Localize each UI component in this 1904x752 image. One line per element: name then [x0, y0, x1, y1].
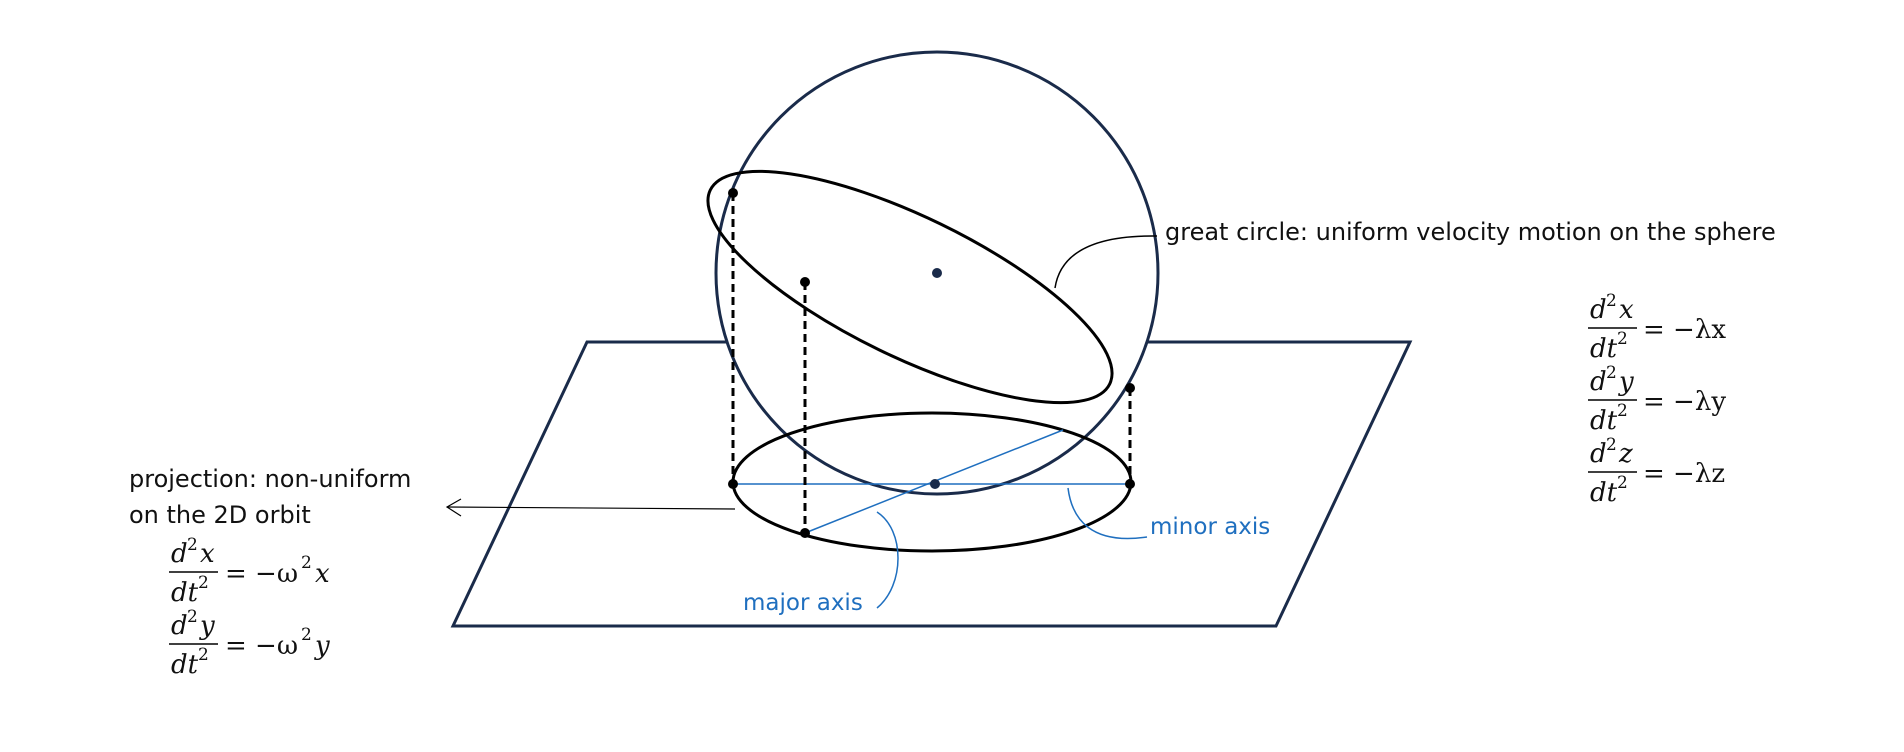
sphere-equation-y: d 2 y dt 2 = −λy [1588, 363, 1726, 436]
svg-text:d: d [1590, 439, 1607, 469]
sphere-eq-z-rhs: = −λz [1643, 459, 1725, 489]
projection-label-line2: on the 2D orbit [129, 501, 311, 529]
orbit-eq-x-rhs-a: = −ω [225, 559, 298, 589]
great-circle-point-right [1125, 383, 1135, 393]
orbit-point-bottom [800, 528, 810, 538]
projection-arrow-head [445, 498, 462, 517]
orbit-eq-y-rhs-a: = −ω [225, 631, 298, 661]
svg-text:d: d [171, 539, 188, 569]
svg-text:dt: dt [171, 650, 199, 680]
orbit-eq-x-var: x [200, 539, 215, 569]
svg-text:2: 2 [1606, 363, 1617, 383]
major-axis-label: major axis [743, 590, 863, 616]
great-circle-ellipse [706, 169, 1114, 405]
minor-axis-label: minor axis [1150, 514, 1270, 540]
great-circle-point-left [728, 188, 738, 198]
svg-text:2: 2 [1617, 401, 1628, 421]
sphere-eq-x-rhs: = −λx [1643, 315, 1726, 345]
svg-text:2: 2 [1617, 473, 1628, 493]
orbit-eq-x-rhs-b: x [315, 559, 330, 589]
svg-text:2: 2 [187, 607, 198, 627]
svg-text:dt: dt [1590, 478, 1618, 508]
orbit-point-left [728, 479, 738, 489]
great-circle-point-middle [800, 277, 810, 287]
svg-text:2: 2 [1606, 291, 1617, 311]
sphere-eq-y-var: y [1618, 367, 1634, 397]
svg-text:d: d [171, 611, 188, 641]
sphere-eq-y-rhs: = −λy [1643, 387, 1726, 417]
svg-text:2: 2 [198, 573, 209, 593]
sphere-eq-z-var: z [1618, 439, 1633, 469]
great-circle-label: great circle: uniform velocity motion on… [1165, 218, 1776, 246]
sphere-center-point [932, 268, 942, 278]
sphere-eq-x-var: x [1619, 295, 1634, 325]
svg-text:2: 2 [301, 625, 312, 645]
minor-axis-callout-curve [1067, 487, 1148, 540]
sphere-equation-x: d 2 x dt 2 = −λx [1588, 291, 1726, 364]
orbit-equation-y: d 2 y dt 2 = −ω 2 y [169, 607, 330, 680]
svg-text:dt: dt [1590, 334, 1618, 364]
svg-text:2: 2 [198, 645, 209, 665]
great-circle-callout-curve [1054, 235, 1158, 289]
svg-text:d: d [1590, 295, 1607, 325]
orbit-point-right [1125, 479, 1135, 489]
svg-text:2: 2 [1606, 435, 1617, 455]
svg-text:dt: dt [1590, 406, 1618, 436]
sphere-equation-z: d 2 z dt 2 = −λz [1588, 435, 1725, 508]
svg-text:d: d [1590, 367, 1607, 397]
projection-arrow-line [446, 506, 736, 510]
major-axis-callout-curve [876, 511, 899, 609]
svg-text:2: 2 [301, 553, 312, 573]
projection-label-line1: projection: non-uniform [129, 465, 411, 493]
orbit-equation-x: d 2 x dt 2 = −ω 2 x [169, 535, 330, 608]
svg-text:2: 2 [187, 535, 198, 555]
orbit-center-point [930, 479, 940, 489]
orbit-eq-y-rhs-b: y [314, 631, 330, 661]
svg-text:2: 2 [1617, 329, 1628, 349]
orbit-eq-y-var: y [199, 611, 215, 641]
svg-text:dt: dt [171, 578, 199, 608]
